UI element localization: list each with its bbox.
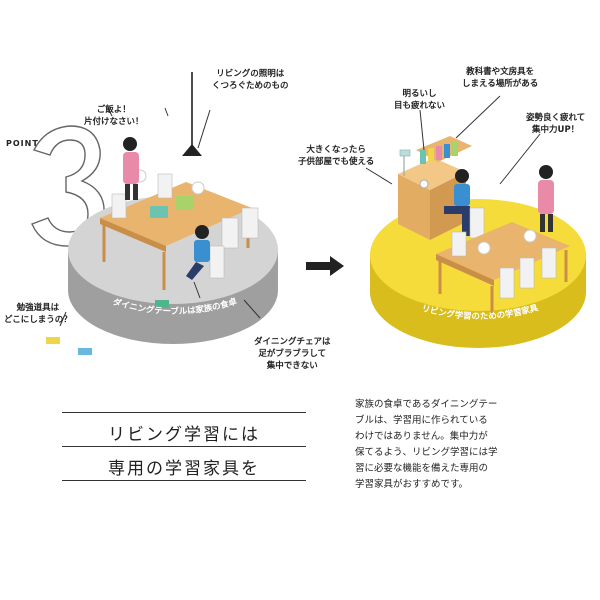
note-grow: 大きくなったら 子供部屋でも使える — [298, 145, 375, 167]
mother-figure-right — [538, 165, 554, 232]
arrow-right-icon — [306, 256, 344, 276]
headline-line1: リビング学習には — [108, 425, 260, 445]
floor-book — [78, 348, 92, 355]
big-number-three — [31, 125, 105, 247]
dining-table-right — [436, 222, 570, 316]
ceiling-lamp-icon — [182, 72, 202, 156]
note-posture: 姿勢良く疲れて 集中力UP！ — [526, 113, 586, 135]
note-mom-call: ご飯よ！ 片付けなさい！ — [84, 105, 144, 127]
floor-book — [155, 300, 169, 308]
child-figure-left — [186, 225, 210, 280]
floor-book — [46, 337, 60, 344]
note-living-light: リビングの照明は くつろぐためのもの — [212, 69, 289, 91]
note-study-tools: 勉強道具は どこにしまうの？ — [4, 303, 72, 325]
note-bright-light: 明るいし 目も疲れない — [394, 89, 446, 111]
headline: リビング学習には 専用の学習家具を — [62, 412, 306, 481]
mother-figure-left — [123, 137, 139, 200]
body-paragraph: 家族の食卓であるダイニングテー ブルは、学習用に作られている わけではありません… — [355, 399, 498, 490]
dining-table-left — [100, 169, 259, 290]
study-chair — [469, 207, 485, 239]
note-storage: 教科書や文房具を しまえる場所がある — [462, 67, 539, 89]
desk-lamp-icon — [399, 149, 411, 176]
headline-line2: 専用の学習家具を — [108, 459, 260, 479]
child-figure-right — [444, 169, 472, 236]
point-label: POINT — [6, 139, 39, 148]
note-dining-chair: ダイニングチェアは 足がブラブラして 集中できない — [254, 337, 331, 371]
